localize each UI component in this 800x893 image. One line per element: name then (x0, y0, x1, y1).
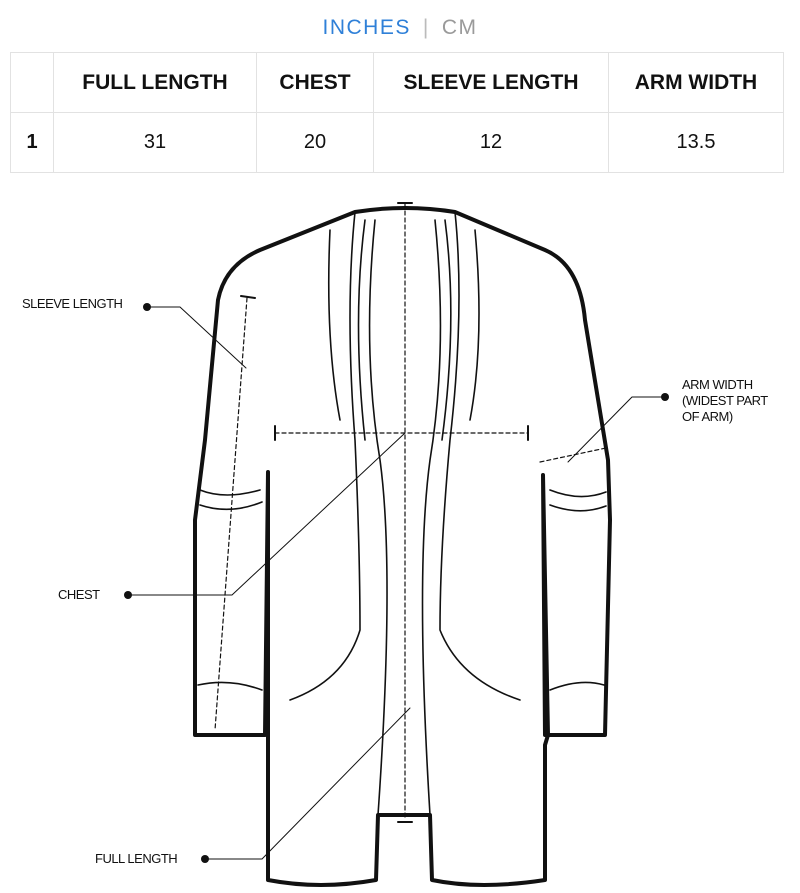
cardigan-details (197, 211, 607, 816)
size-table: FULL LENGTH CHEST SLEEVE LENGTH ARM WIDT… (10, 52, 784, 173)
full-length-cell: 31 (53, 112, 257, 173)
inches-toggle[interactable]: INCHES (322, 16, 411, 39)
callout-dots (124, 303, 669, 863)
chest-label: CHEST (58, 587, 100, 602)
cm-toggle[interactable]: CM (441, 16, 478, 39)
arm-width-label-2: (WIDEST PART (682, 393, 768, 408)
cardigan-diagram (124, 202, 669, 887)
table-row: 1 31 20 12 13.5 (10, 112, 784, 173)
unit-toggle: INCHES | CM (0, 16, 800, 40)
header-full-length: FULL LENGTH (53, 52, 257, 113)
header-sleeve-length: SLEEVE LENGTH (373, 52, 609, 113)
sleeve-length-line (214, 297, 248, 731)
callout-lines (127, 306, 666, 860)
chest-cell: 20 (256, 112, 374, 173)
header-size (10, 52, 54, 113)
size-cell: 1 (10, 112, 54, 173)
arm-width-cell: 13.5 (608, 112, 784, 173)
arm-width-label-3: OF ARM) (682, 409, 733, 424)
cardigan-outline (193, 206, 612, 887)
measure-lines (214, 203, 607, 821)
full-length-label: FULL LENGTH (95, 851, 178, 866)
arm-width-label: ARM WIDTH (682, 377, 753, 392)
header-chest: CHEST (256, 52, 374, 113)
unit-separator: | (422, 16, 430, 39)
sleeve-length-label: SLEEVE LENGTH (22, 296, 123, 311)
arm-width-line (539, 447, 607, 463)
table-header-row: FULL LENGTH CHEST SLEEVE LENGTH ARM WIDT… (10, 52, 784, 113)
header-arm-width: ARM WIDTH (608, 52, 784, 113)
sleeve-length-cell: 12 (373, 112, 609, 173)
